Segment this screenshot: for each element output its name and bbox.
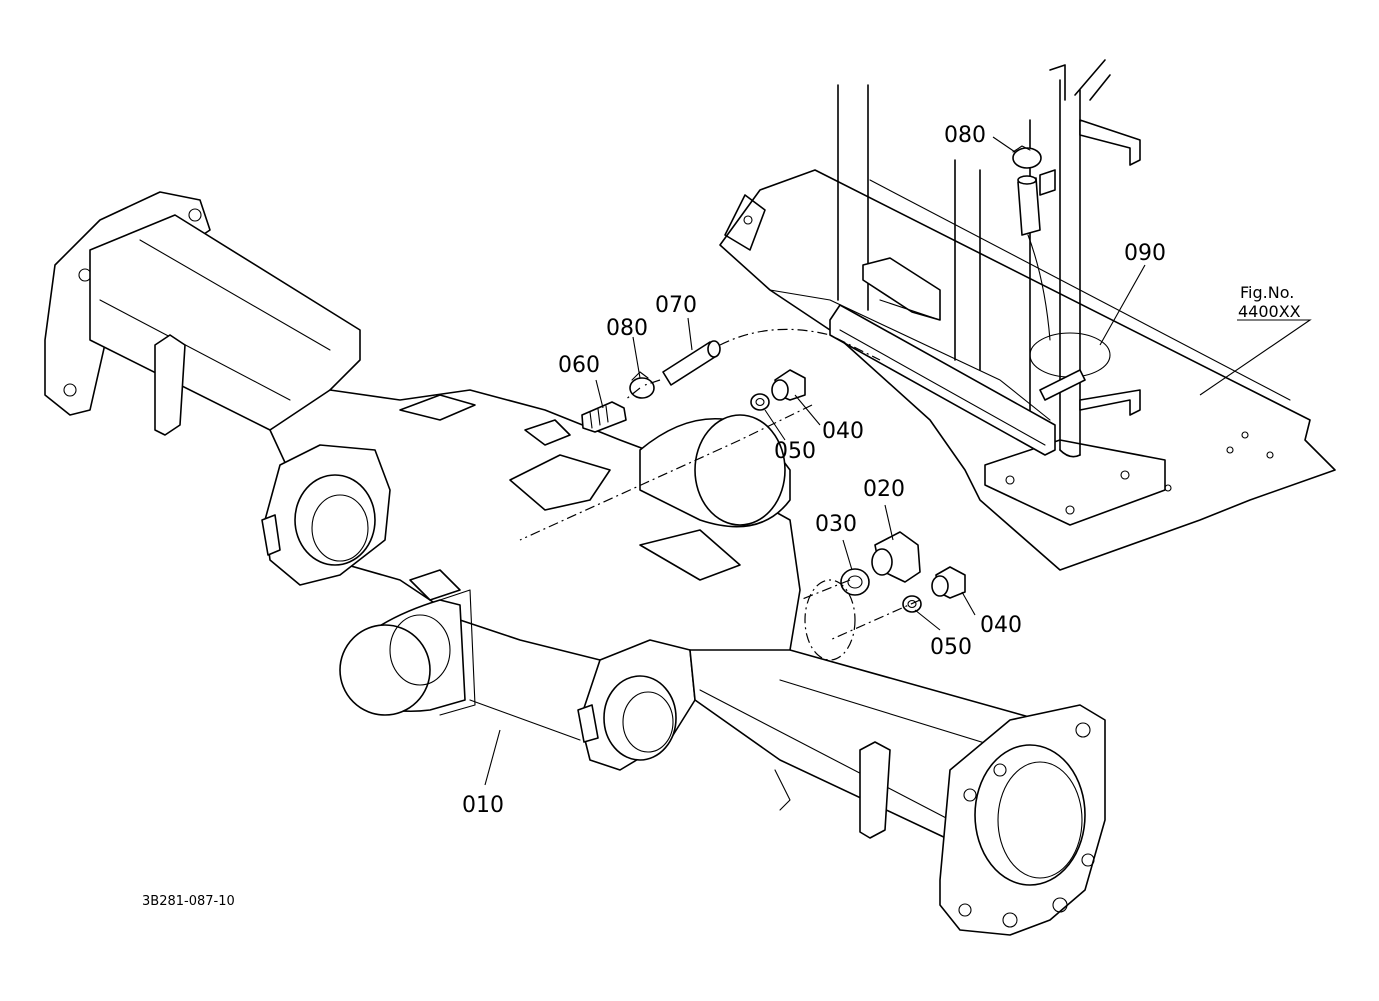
frame-platform — [719, 59, 1336, 571]
callout-080-lower: 080 — [606, 316, 648, 341]
plug-020 — [871, 531, 921, 583]
clamp-080-upper — [1012, 145, 1042, 169]
callout-040-lower: 040 — [980, 613, 1022, 638]
seal-030 — [840, 568, 870, 596]
figure-ref-title: Fig.No. — [1240, 283, 1294, 302]
small-parts — [581, 145, 1111, 613]
callout-090: 090 — [1124, 241, 1166, 266]
callout-070: 070 — [655, 293, 697, 318]
breather-tube — [1017, 175, 1041, 236]
drawing-code: 3B281-087-10 — [142, 894, 235, 909]
callout-labels: 010 020 030 040 040 050 050 060 070 080 … — [142, 123, 1301, 909]
axle-housing — [44, 191, 1106, 936]
callout-060: 060 — [558, 353, 600, 378]
callout-040-upper: 040 — [822, 419, 864, 444]
callout-020: 020 — [863, 477, 905, 502]
callout-030: 030 — [815, 512, 857, 537]
band-090 — [1029, 332, 1111, 401]
center-lines — [519, 234, 1051, 661]
leader-lines — [484, 136, 1312, 786]
plug-040-lower — [931, 566, 966, 599]
callout-080-upper: 080 — [944, 123, 986, 148]
fitting-060 — [581, 401, 627, 433]
figure-ref-number: 4400XX — [1238, 302, 1301, 321]
washer-050-upper — [750, 393, 770, 411]
callout-050-lower: 050 — [930, 635, 972, 660]
callout-010: 010 — [462, 793, 504, 818]
callout-050-upper: 050 — [774, 439, 816, 464]
hose-070 — [662, 340, 721, 386]
clamp-080-lower — [629, 371, 655, 399]
plug-040-upper — [771, 369, 806, 401]
